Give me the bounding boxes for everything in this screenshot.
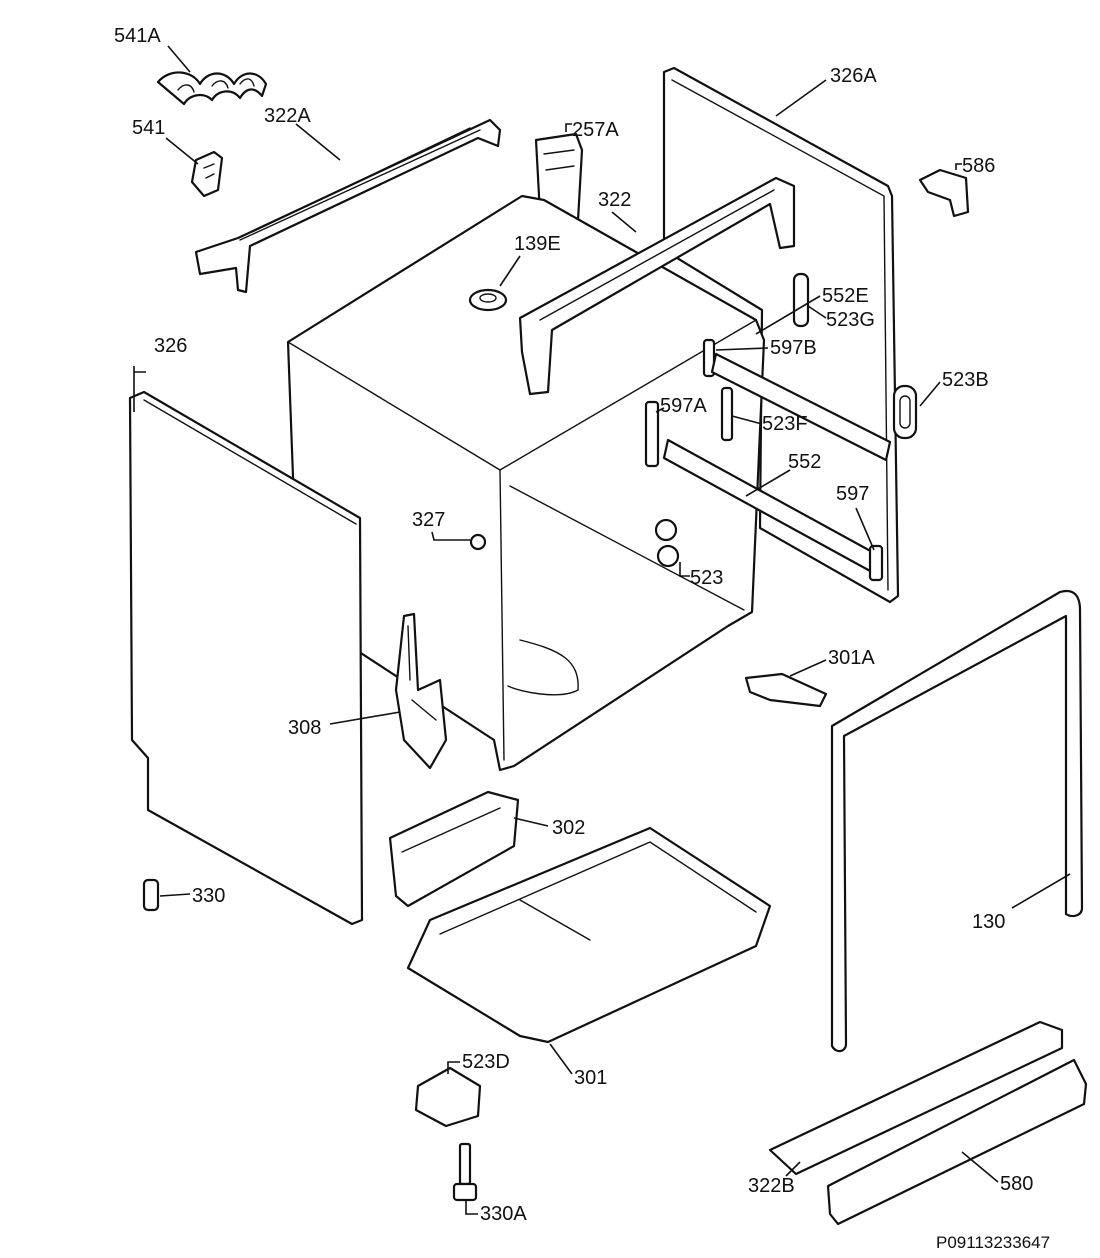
part-301-base: [406, 826, 772, 1044]
label-523B: 523B: [942, 369, 989, 391]
part-523F: [720, 386, 734, 442]
label-326: 326: [154, 335, 187, 357]
part-523D: [414, 1066, 482, 1128]
part-322A-rail: [194, 118, 502, 294]
label-541: 541: [132, 117, 165, 139]
part-541A-clips: [156, 71, 268, 106]
label-308: 308: [288, 717, 321, 739]
label-301A: 301A: [828, 647, 875, 669]
label-552E: 552E: [822, 285, 869, 307]
part-541-bracket: [190, 150, 224, 198]
part-586-bracket: [918, 168, 970, 218]
part-330A-foot: [452, 1142, 478, 1202]
part-327: [469, 533, 487, 551]
label-597A: 597A: [660, 395, 707, 417]
diagram-reference-code: P09113233647: [936, 1233, 1050, 1252]
label-322: 322: [598, 189, 631, 211]
label-552: 552: [788, 451, 821, 473]
label-322B: 322B: [748, 1175, 795, 1197]
label-330A: 330A: [480, 1203, 527, 1225]
part-301A: [744, 672, 828, 708]
part-326-side-panel: [128, 390, 364, 926]
label-523F: 523F: [762, 413, 808, 435]
part-523: [654, 518, 680, 568]
label-130: 130: [972, 911, 1005, 933]
label-541A: 541A: [114, 25, 161, 47]
label-326A: 326A: [830, 65, 877, 87]
label-327: 327: [412, 509, 445, 531]
part-523G: [792, 272, 810, 328]
label-580: 580: [1000, 1173, 1033, 1195]
part-322-frame: [518, 176, 796, 396]
label-302: 302: [552, 817, 585, 839]
part-552E-rail: [710, 352, 892, 462]
label-597B: 597B: [770, 337, 817, 359]
part-308-hinge: [394, 612, 448, 770]
label-523: 523: [690, 567, 723, 589]
label-257A: 257A: [572, 119, 619, 141]
label-322A: 322A: [264, 105, 311, 127]
part-597A: [644, 400, 660, 468]
label-523G: 523G: [826, 309, 875, 331]
part-139E: [468, 288, 508, 312]
label-330: 330: [192, 885, 225, 907]
part-580-rail: [826, 1058, 1088, 1226]
label-523D: 523D: [462, 1051, 510, 1073]
label-139E: 139E: [514, 233, 561, 255]
label-586: 586: [962, 155, 995, 177]
part-597: [868, 544, 884, 582]
leader-lines: [133, 45, 1071, 1215]
label-301: 301: [574, 1067, 607, 1089]
part-130-door-seal: [830, 589, 1084, 1053]
part-302-bracket: [388, 790, 520, 908]
part-330-foot: [142, 878, 160, 912]
label-597: 597: [836, 483, 869, 505]
part-523B-grommet: [892, 384, 918, 440]
